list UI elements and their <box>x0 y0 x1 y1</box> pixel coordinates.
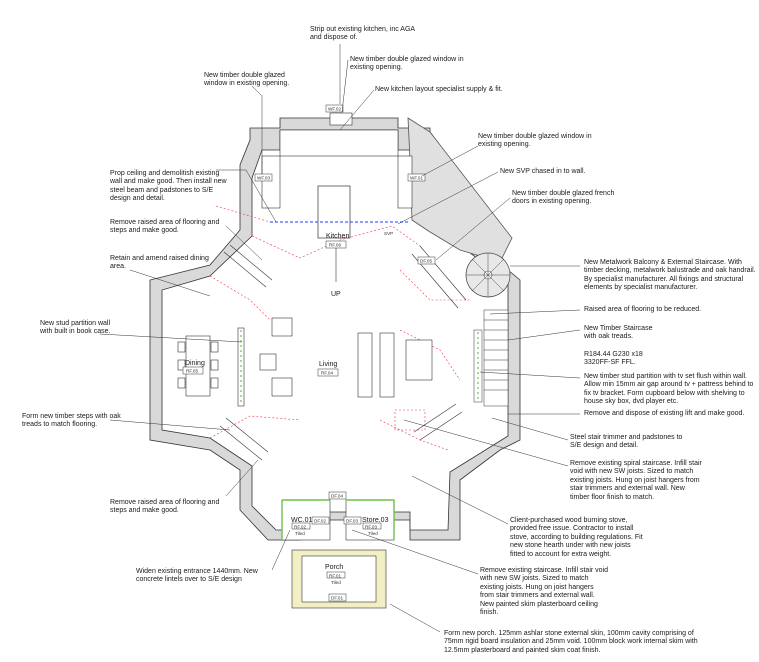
note-remove-lift: Remove and dispose of existing lift and … <box>584 410 745 417</box>
note-remove-staircase: Remove existing staircase. Infill stair … <box>480 567 608 617</box>
note-prop-ceiling: Prop ceiling and demolitish existing wal… <box>110 170 227 203</box>
dining-table <box>177 335 219 397</box>
note-raised-reduce: Raised area of flooring to be reduced. <box>584 306 702 313</box>
room-wc: WC.01 <box>291 517 313 524</box>
note-stair-trimmer: Steel stair trimmer and padstones to S/E… <box>570 434 683 450</box>
tag-df01: DF.01 <box>331 596 343 601</box>
up-label: UP <box>331 291 341 298</box>
tag-df05: DF.05 <box>420 259 432 264</box>
tag-wf02: WF.02 <box>328 107 341 112</box>
note-timber-steps: Form new timber steps with oak treads to… <box>22 413 121 429</box>
note-remove-raised-top: Remove raised area of flooring and steps… <box>110 219 220 235</box>
tag-df02: DF.02 <box>314 519 326 524</box>
room-kitchen-tag: RF.06 <box>329 243 341 248</box>
leader-lines <box>99 44 581 633</box>
tag-df03: DF.03 <box>346 519 358 524</box>
note-remove-raised-bottom: Remove raised area of flooring and steps… <box>110 499 220 515</box>
living-furniture <box>259 317 433 398</box>
note-window-existing-top: New timber double glazed window in exist… <box>350 56 464 72</box>
note-spiral-stair: Remove existing spiral staircase. Infill… <box>570 460 702 501</box>
note-window-right: New timber double glazed window in exist… <box>478 133 592 149</box>
tag-wf03: WF.03 <box>257 176 270 181</box>
room-porch-tag: RF.01 <box>329 574 341 579</box>
internal-staircase <box>473 309 509 407</box>
room-wc-finish: Tiled <box>295 531 305 536</box>
note-timber-stair: New Timber Staircase with oak treads. <box>584 325 653 341</box>
note-balcony: New Metalwork Balcony & External Stairca… <box>584 259 756 292</box>
note-window-left: New timber double glazed window in exist… <box>204 72 290 88</box>
tag-df04: DF.04 <box>331 494 343 499</box>
tag-svp: SVP <box>384 231 393 236</box>
tag-wf01: WF.01 <box>410 176 423 181</box>
room-store: Store.03 <box>362 517 389 524</box>
note-kitchen-layout: New kitchen layout specialist supply & f… <box>375 86 503 93</box>
room-dining-tag: RF.05 <box>186 369 198 374</box>
room-store-finish: Tiled <box>368 531 378 536</box>
note-widen-entrance: Widen existing entrance 1440mm. New conc… <box>136 568 258 584</box>
room-store-tag: RF.03 <box>365 525 377 530</box>
note-strip-kitchen: Strip out existing kitchen, inc AGA and … <box>310 26 416 42</box>
note-stove: Client-purchased wood burning stove, pro… <box>510 517 643 558</box>
room-kitchen: Kitchen <box>326 233 349 240</box>
note-stud-bookcase: New stud partition wall with built in bo… <box>40 320 111 336</box>
room-porch: Porch <box>325 564 343 571</box>
room-living: Living <box>319 361 337 368</box>
room-dining: Dining <box>185 360 205 367</box>
note-retain-dining: Retain and amend raised dining area. <box>110 255 209 271</box>
room-porch-finish: Tiled <box>331 580 341 585</box>
room-living-tag: RF.04 <box>321 371 333 376</box>
kitchen-fittings <box>261 112 413 239</box>
note-french-doors: New timber double glazed french doors in… <box>512 190 615 206</box>
note-porch: Form new porch. 125mm ashlar stone exter… <box>444 630 698 654</box>
note-svp: New SVP chased in to wall. <box>500 168 586 175</box>
note-tv-wall: New timber stud partition with tv set fl… <box>584 373 754 406</box>
note-stair-spec: R184.44 G230 x18 3320FF-SF FFL. <box>584 351 643 367</box>
external-spiral-stair <box>465 252 511 298</box>
room-wc-tag: RF.02 <box>294 525 306 530</box>
